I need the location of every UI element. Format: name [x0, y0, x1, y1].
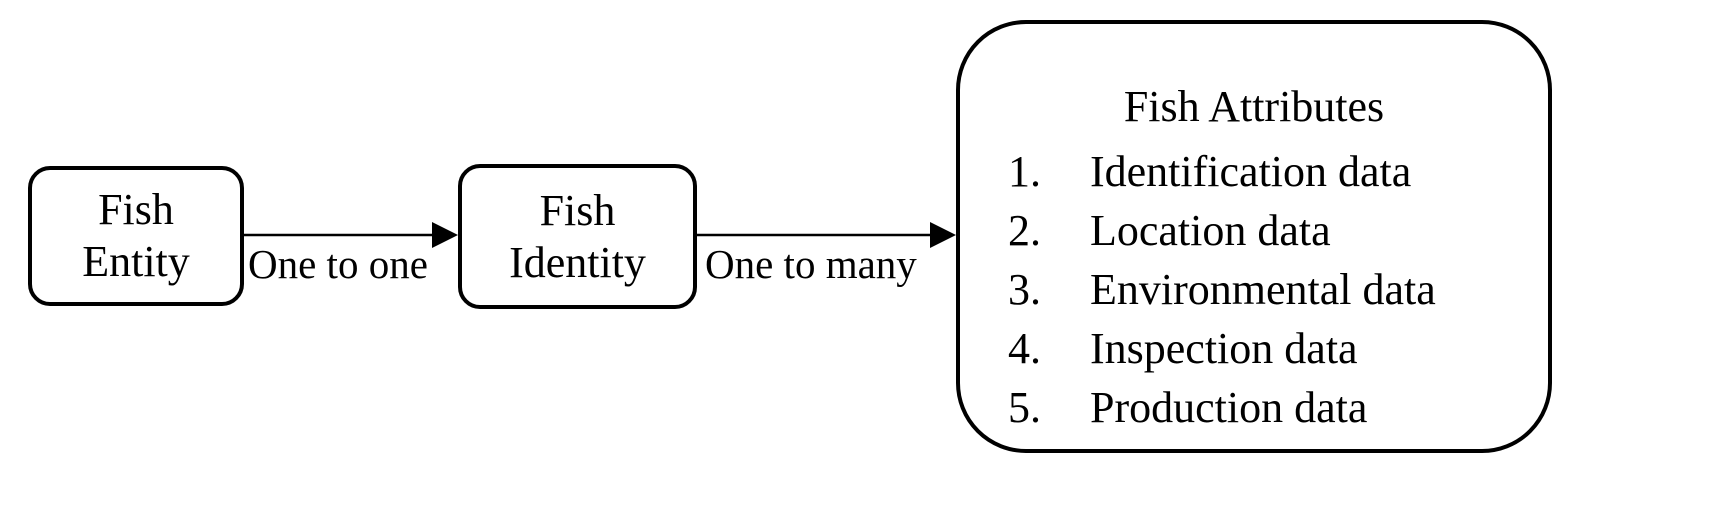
fish-entity-line2: Entity [82, 237, 190, 286]
attribute-item: 1. Identification data [1008, 142, 1436, 201]
attribute-number: 1. [1008, 147, 1041, 196]
attribute-number: 4. [1008, 324, 1041, 373]
fish-identity-line1: Fish [539, 185, 616, 235]
attribute-label: Location data [1090, 206, 1331, 255]
attribute-item: 3. Environmental data [1008, 260, 1436, 319]
attribute-label: Production data [1090, 383, 1368, 432]
arrow-one-to-many-head [930, 222, 956, 248]
one-to-one-label: One to one [248, 241, 428, 287]
fish-identity-line2: Identity [509, 237, 646, 287]
fish-entity-node: Fish Entity [28, 166, 244, 306]
attribute-label: Identification data [1090, 147, 1412, 196]
attribute-number: 2. [1008, 206, 1041, 255]
fish-identity-node: Fish Identity [458, 164, 697, 309]
attribute-number: 5. [1008, 383, 1041, 432]
fish-attributes-list: 1. Identification data 2. Location data … [960, 142, 1436, 437]
attribute-item: 2. Location data [1008, 201, 1436, 260]
fish-attributes-node: Fish Attributes 1. Identification data 2… [956, 20, 1552, 453]
attribute-item: 5. Production data [1008, 378, 1436, 437]
fish-entity-line1: Fish [98, 185, 174, 234]
attribute-number: 3. [1008, 265, 1041, 314]
attribute-label: Environmental data [1090, 265, 1436, 314]
arrow-one-to-one-head [432, 222, 458, 248]
one-to-many-label: One to many [705, 241, 917, 287]
fish-attributes-title: Fish Attributes [1123, 82, 1385, 131]
attribute-label: Inspection data [1090, 324, 1358, 373]
attribute-item: 4. Inspection data [1008, 319, 1436, 378]
